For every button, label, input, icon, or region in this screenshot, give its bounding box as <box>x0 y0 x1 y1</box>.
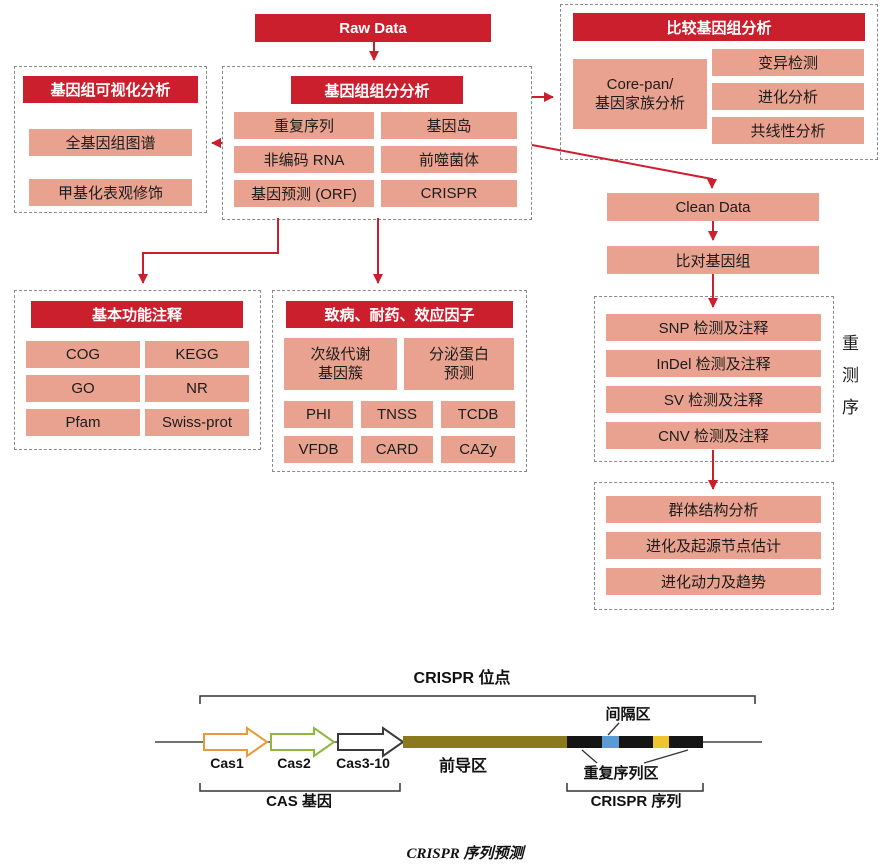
node-secondary-metabolite: 次级代谢 基因簇 <box>284 338 397 390</box>
node-phi: PHI <box>284 401 353 428</box>
visualization-title: 基因组可视化分析 <box>23 76 198 103</box>
node-vfdb: VFDB <box>284 436 353 463</box>
node-clean-data: Clean Data <box>607 193 819 221</box>
node-methylation: 甲基化表观修饰 <box>29 179 192 206</box>
annotation-title: 基本功能注释 <box>31 301 243 328</box>
secreted-protein-line1: 分泌蛋白 <box>428 345 489 363</box>
cas2-arrow <box>270 726 336 758</box>
node-tcdb: TCDB <box>441 401 515 428</box>
raw-data-node: Raw Data <box>255 14 491 42</box>
node-prophage: 前噬菌体 <box>381 146 517 173</box>
leader-region-bar <box>403 736 567 748</box>
node-origin-estimation: 进化及起源节点估计 <box>606 532 821 559</box>
spacer-segment-yellow <box>653 736 669 748</box>
cas3-10-arrow <box>337 726 405 758</box>
component-panel: 基因组组分分析 重复序列 基因岛 非编码 RNA 前噬菌体 基因预测 (ORF)… <box>222 66 532 220</box>
comparative-panel: 比较基因组分析 Core-pan/ 基因家族分析 变异检测 进化分析 共线性分析 <box>560 4 878 160</box>
core-pan-line1: Core-pan/ <box>606 75 674 93</box>
node-cog: COG <box>26 341 140 368</box>
resequencing-side-label: 重测序 <box>839 334 858 430</box>
node-evolution-analysis: 进化分析 <box>712 83 864 110</box>
node-gene-island: 基因岛 <box>381 112 517 139</box>
crispr-sequence-label: CRISPR 序列 <box>590 793 682 810</box>
repeat-segment <box>669 736 703 748</box>
repeat-segment <box>619 736 653 748</box>
visualization-panel: 基因组可视化分析 全基因组图谱 甲基化表观修饰 <box>14 66 207 213</box>
arrow-component-annotation <box>138 218 279 284</box>
node-cnv-detection: CNV 检测及注释 <box>606 422 821 449</box>
node-variation-detection: 变异检测 <box>712 49 864 76</box>
component-title: 基因组组分分析 <box>291 76 463 104</box>
node-evolution-trend: 进化动力及趋势 <box>606 568 821 595</box>
detection-panel: SNP 检测及注释 InDel 检测及注释 SV 检测及注释 CNV 检测及注释 <box>594 296 834 462</box>
node-swissprot: Swiss-prot <box>145 409 249 436</box>
cas2-label: Cas2 <box>277 755 311 771</box>
node-whole-genome-map: 全基因组图谱 <box>29 129 192 156</box>
locus-bracket <box>199 695 756 704</box>
node-crispr: CRISPR <box>381 180 517 207</box>
node-cazy: CAZy <box>441 436 515 463</box>
node-sv-detection: SV 检测及注释 <box>606 386 821 413</box>
comparative-title: 比较基因组分析 <box>573 13 865 41</box>
node-snp-detection: SNP 检测及注释 <box>606 314 821 341</box>
node-pfam: Pfam <box>26 409 140 436</box>
repeat-region-label: 重复序列区 <box>583 765 659 782</box>
figure-caption: CRISPR 序列预测 <box>406 846 524 862</box>
cas1-arrow <box>203 726 269 758</box>
cas-gene-label: CAS 基因 <box>266 793 332 810</box>
cas3-10-label: Cas3-10 <box>336 755 390 771</box>
pathogenic-title: 致病、耐药、效应因子 <box>286 301 513 328</box>
pathogenic-panel: 致病、耐药、效应因子 次级代谢 基因簇 分泌蛋白 预测 PHI TNSS TCD… <box>272 290 527 472</box>
node-collinearity-analysis: 共线性分析 <box>712 117 864 144</box>
node-secreted-protein: 分泌蛋白 预测 <box>404 338 514 390</box>
node-kegg: KEGG <box>145 341 249 368</box>
node-repeat-sequence: 重复序列 <box>234 112 374 139</box>
node-gene-prediction: 基因预测 (ORF) <box>234 180 374 207</box>
node-indel-detection: InDel 检测及注释 <box>606 350 821 377</box>
secondary-metabolite-line1: 次级代谢 <box>310 345 371 363</box>
population-panel: 群体结构分析 进化及起源节点估计 进化动力及趋势 <box>594 482 834 610</box>
node-align-genome: 比对基因组 <box>607 246 819 274</box>
annotation-panel: 基本功能注释 COG KEGG GO NR Pfam Swiss-prot <box>14 290 261 450</box>
node-tnss: TNSS <box>361 401 433 428</box>
node-core-pan: Core-pan/ 基因家族分析 <box>573 59 707 129</box>
node-population-structure: 群体结构分析 <box>606 496 821 523</box>
crispr-locus-label: CRISPR 位点 <box>413 670 511 687</box>
node-card: CARD <box>361 436 433 463</box>
node-nr: NR <box>145 375 249 402</box>
node-noncoding-rna: 非编码 RNA <box>234 146 374 173</box>
secondary-metabolite-line2: 基因簇 <box>317 365 363 382</box>
spacer-pointer <box>607 722 620 736</box>
core-pan-line2: 基因家族分析 <box>594 95 685 112</box>
spacer-segment-blue <box>602 736 619 748</box>
secreted-protein-line2: 预测 <box>443 365 474 382</box>
spacer-region-label: 间隔区 <box>605 706 651 723</box>
leader-region-label: 前导区 <box>438 758 488 775</box>
node-go: GO <box>26 375 140 402</box>
repeat-segment <box>567 736 602 748</box>
cas1-label: Cas1 <box>210 755 244 771</box>
